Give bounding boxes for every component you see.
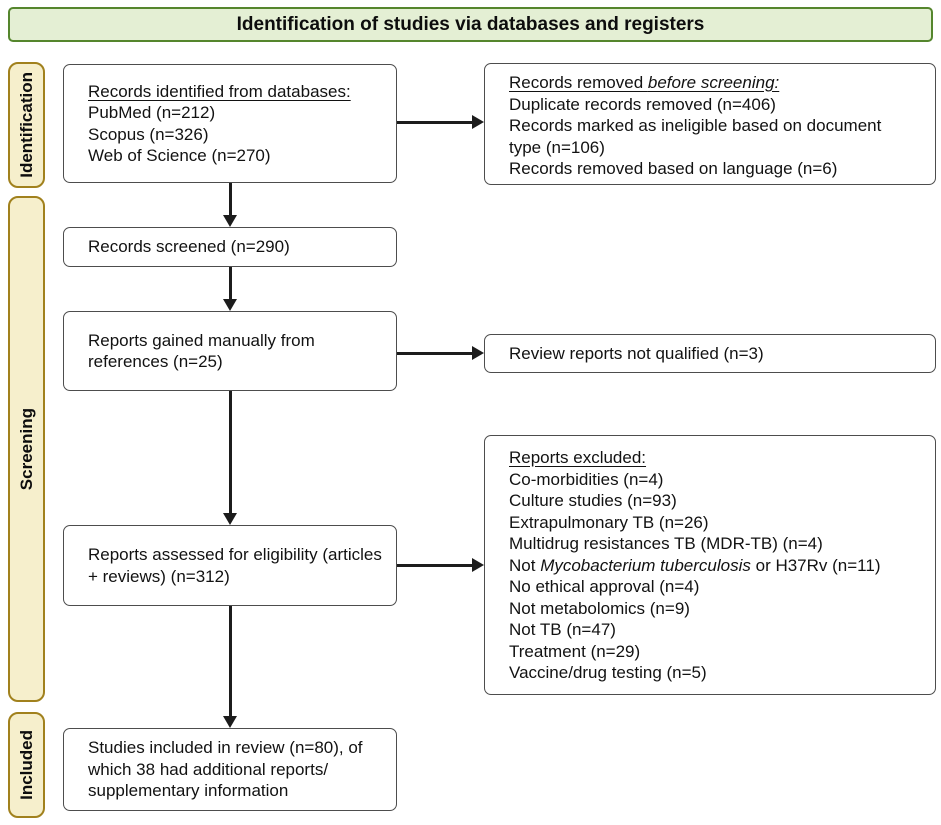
box-line: Records removed based on language (n=6) [509,159,838,178]
box-records-removed: Records removed before screening: Duplic… [484,63,936,185]
stage-label-included-text: Included [16,730,36,800]
box-line: Scopus (n=326) [88,124,209,144]
box-reports-excluded: Reports excluded: Co-morbidities (n=4) Cu… [484,435,936,695]
box-line: Culture studies (n=93) [509,491,677,510]
box-review-not-qualified-text: Review reports not qualified (n=3) [509,343,764,363]
arrow-identified-to-removed [397,115,484,129]
box-studies-included-text: Studies included in review (n=80), of wh… [88,738,363,801]
box-records-removed-heading: Records removed before screening: [509,73,780,92]
arrow-manual-to-notqualified [397,346,484,360]
diagram-title: Identification of studies via databases … [236,13,705,35]
box-records-identified-lines: PubMed (n=212) Scopus (n=326) Web of Scien… [88,102,382,167]
box-records-identified-heading: Records identified from databases: [88,81,351,101]
box-line: Records marked as ineligible based on do… [509,116,882,157]
stage-label-screening-text: Screening [16,407,36,491]
box-line: Not Mycobacterium tuberculosis or H37Rv … [509,555,881,575]
box-line: No ethical approval (n=4) [509,577,700,596]
box-review-not-qualified: Review reports not qualified (n=3) [484,334,936,373]
arrow-assessed-to-excluded [397,558,484,572]
stage-label-screening: Screening [8,196,45,702]
box-line: Co-morbidities (n=4) [509,469,664,489]
box-line: PubMed (n=212) [88,103,216,122]
box-reports-assessed: Reports assessed for eligibility (articl… [63,525,397,606]
arrow-screened-to-manual [223,267,237,311]
box-reports-assessed-text: Reports assessed for eligibility (articl… [88,545,382,586]
box-line: Extrapulmonary TB (n=26) [509,512,709,532]
arrow-assessed-to-included [223,606,237,728]
box-line: Web of Science (n=270) [88,146,271,165]
box-line: Multidrug resistances TB (MDR-TB) (n=4) [509,534,823,553]
box-records-removed-lines: Duplicate records removed (n=406)Records… [509,94,905,180]
box-line: Vaccine/drug testing (n=5) [509,663,707,682]
box-records-screened: Records screened (n=290) [63,227,397,267]
box-line: Duplicate records removed (n=406) [509,94,776,114]
stage-label-identification: Identification [8,62,45,188]
box-records-identified: Records identified from databases: PubMe… [63,64,397,183]
box-records-screened-text: Records screened (n=290) [88,237,290,257]
box-manual-reports-text: Reports gained manually from references … [88,330,315,372]
diagram-header: Identification of studies via databases … [8,7,933,42]
box-line: Not TB (n=47) [509,620,616,639]
box-line: Not metabolomics (n=9) [509,598,690,618]
arrow-manual-to-assessed [223,391,237,525]
box-studies-included: Studies included in review (n=80), of wh… [63,728,397,811]
stage-label-identification-text: Identification [16,72,36,178]
box-reports-excluded-heading: Reports excluded: [509,448,647,467]
stage-label-included: Included [8,712,45,818]
arrow-identified-to-screened [223,183,237,227]
box-manual-reports: Reports gained manually from references … [63,311,397,391]
box-reports-excluded-lines: Co-morbidities (n=4) Culture studies (n=9… [509,469,921,684]
box-line: Treatment (n=29) [509,641,641,661]
